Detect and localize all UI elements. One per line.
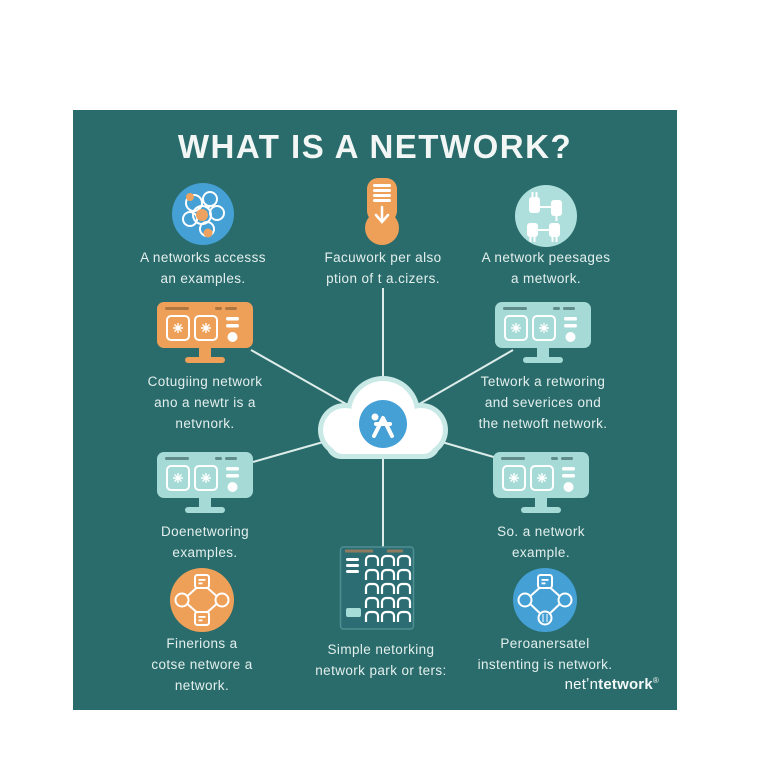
- caption-plugs: A network peesages a metwork.: [481, 250, 611, 286]
- monitor-icon: [493, 452, 589, 514]
- page-title: WHAT IS A NETWORK?: [177, 128, 573, 165]
- download-bulb-icon: [352, 176, 412, 246]
- caption-monitor-bottom-left: Doenetworing examples.: [160, 524, 250, 560]
- brand-logo: netʼntetwork®: [565, 676, 659, 693]
- brain-network-icon: [172, 183, 234, 245]
- network-diagram-icon: [513, 568, 577, 632]
- server-rack-icon: [339, 544, 415, 632]
- caption-brain: A networks accesss an examples.: [140, 250, 266, 286]
- brand-logo-prefix: netʼn: [564, 676, 599, 693]
- cloud-network-icon: [308, 368, 458, 478]
- caption-monitor-bottom-right: So. a network example.: [497, 524, 585, 560]
- caption-monitor-top-right: Tetwork a retworing and severices ond th…: [478, 374, 608, 431]
- network-diagram-icon: [170, 568, 234, 632]
- infographic-card: WHAT IS A NETWORK? A networks accesss an…: [73, 110, 677, 710]
- monitor-icon: [495, 302, 591, 364]
- caption-network-orange: Finerions a cotse networe a network.: [151, 636, 253, 693]
- caption-network-blue: Peroanersatel instenting is network.: [477, 636, 613, 672]
- plugs-icon: [515, 185, 577, 247]
- caption-server: Simple netorking network park or ters:: [315, 642, 447, 678]
- monitor-icon: [157, 302, 253, 364]
- brand-logo-bold: tetwork: [598, 676, 653, 693]
- caption-probe: Facuwork per also ption of t a.cizers.: [324, 250, 442, 286]
- monitor-icon: [157, 452, 253, 514]
- registered-mark-icon: ®: [652, 676, 659, 685]
- caption-monitor-top-left: Cotugiing network ano a newtr is a netvn…: [147, 374, 263, 431]
